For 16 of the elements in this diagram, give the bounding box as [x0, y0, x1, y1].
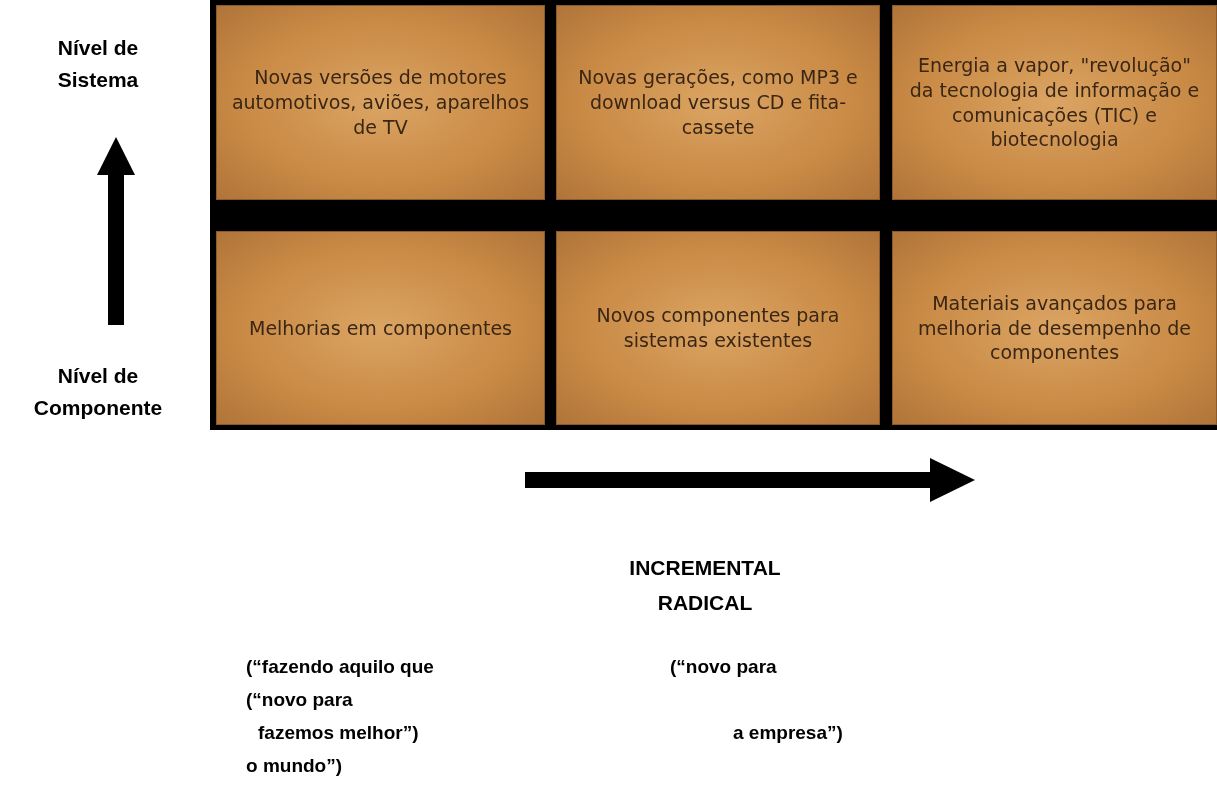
category-box: Novas versões de motores automotivos, aviões, aparelhos de TV: [216, 5, 545, 200]
axis-label: Nível de Componente: [32, 363, 164, 421]
axis-label: INCREMENTAL: [628, 555, 782, 581]
category-box: Melhorias em componentes: [216, 231, 545, 425]
axis-label: Nível de Sistema: [56, 35, 140, 93]
note-text: (“novo para: [670, 656, 777, 678]
category-box: Novas gerações, como MP3 e download versus CD e fita-cassete: [556, 5, 880, 200]
note-text: a empresa”): [733, 722, 843, 744]
note-text: (“fazendo aquilo que: [246, 656, 434, 678]
category-box: Energia a vapor, "revolução" da tecnologia de informação e comunicações (TIC) e biotecnologia: [892, 5, 1217, 200]
note-text: (“novo para: [246, 689, 353, 711]
axis-label: RADICAL: [656, 590, 754, 616]
category-box: Novos componentes para sistemas existentes: [556, 231, 880, 425]
category-box: Materiais avançados para melhoria de desempenho de componentes: [892, 231, 1217, 425]
note-text: fazemos melhor”): [258, 722, 419, 744]
note-text: o mundo”): [246, 755, 343, 777]
